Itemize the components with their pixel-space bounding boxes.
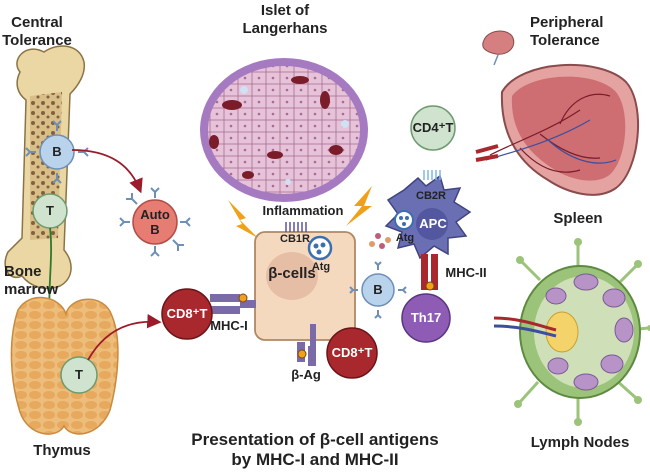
cd8-t-bottom-label: CD8⁺T	[331, 345, 373, 360]
b-cell-center-label: B	[373, 282, 383, 297]
cd4-t-label: CD4⁺T	[412, 120, 454, 135]
apc-cell	[384, 170, 472, 260]
arrow-thymus-to-cd8	[87, 314, 162, 361]
beta-cell-nucleus	[266, 252, 318, 300]
auto-b-cell	[119, 187, 191, 257]
th17-label: Th17	[410, 310, 442, 325]
beta-cells-label: β-cells	[268, 265, 316, 282]
t-cell-thymus-label: T	[75, 367, 83, 382]
cb1r-receptor-icon	[285, 222, 307, 232]
cd8-t-cell-left	[161, 288, 213, 340]
mhc-i-icon	[210, 293, 256, 314]
apc-label: APC	[419, 216, 447, 231]
thymus-label: Thymus	[33, 442, 91, 459]
spleen-small-icon	[482, 30, 515, 66]
spleen-icon	[475, 63, 640, 196]
bone-icon	[4, 45, 86, 290]
lightning-bolt-icon	[228, 200, 258, 238]
cd4-t-cell	[410, 105, 456, 151]
beta-ag-label: β-Ag	[291, 367, 321, 382]
th17-cell	[401, 293, 451, 343]
atg-apc-label: Atg	[395, 232, 415, 244]
t-cell-marrow-label: T	[46, 203, 54, 218]
inflammation-label: Inflammation	[262, 203, 344, 218]
b-cell-marrow	[25, 120, 89, 184]
cb2r-label: CB2R	[416, 190, 446, 202]
antigen-dots	[369, 233, 391, 249]
spleen-label: Spleen	[553, 210, 603, 227]
cb1r-label: CB1R	[280, 233, 310, 245]
b-cell-center	[349, 261, 407, 319]
islet-icon	[200, 58, 368, 202]
autophagosome-icon	[307, 235, 333, 261]
mhc-ii-icon	[421, 254, 438, 291]
atg-beta-label: Atg	[311, 261, 331, 273]
t-cell-thymus	[60, 356, 98, 394]
cd8-t-left-label: CD8⁺T	[166, 306, 208, 321]
cd8-t-cell-bottom	[326, 327, 378, 379]
mhc-i-label: MHC-I	[210, 318, 248, 333]
beta-ag-icon	[297, 324, 316, 366]
b-cell-marrow-label: B	[52, 144, 62, 159]
mhc-ii-label: MHC-II	[445, 265, 487, 280]
lightning-bolt-icon	[346, 186, 372, 226]
lymph-nodes-label: Lymph Nodes	[530, 434, 630, 451]
arrow-marrow-to-autob	[71, 149, 143, 194]
lymph-node-icon	[493, 238, 650, 426]
